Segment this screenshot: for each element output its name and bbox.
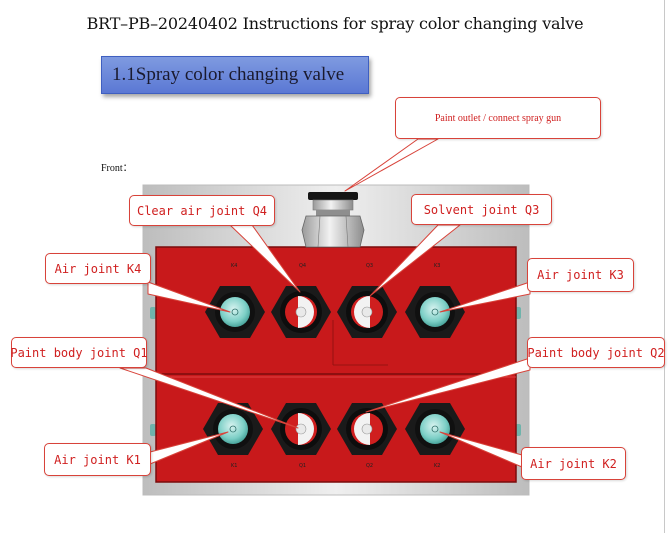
svg-text:K4: K4 <box>231 263 237 269</box>
leader-air-k4 <box>147 281 231 313</box>
hex-nut-connector-icon <box>405 403 465 455</box>
section-heading: 1.1Spray color changing valve <box>101 56 369 94</box>
hex-nut-connector-icon <box>405 286 465 338</box>
svg-text:Q1: Q1 <box>299 463 306 469</box>
leader-solvent-q3 <box>369 224 461 297</box>
svg-text:K1: K1 <box>231 463 237 469</box>
leader-paint-outlet <box>344 138 439 192</box>
callout-paint-outlet: Paint outlet / connect spray gun <box>395 97 601 139</box>
hex-nut-connector-icon <box>337 286 397 338</box>
callout-air-k4: Air joint K4 <box>45 253 151 284</box>
svg-text:Q3: Q3 <box>366 263 373 269</box>
callout-air-k3: Air joint K3 <box>527 258 634 292</box>
document-title: BRT–PB–20240402 Instructions for spray c… <box>86 14 584 33</box>
svg-text:K2: K2 <box>434 463 440 469</box>
hex-nut-connector-icon <box>205 286 265 338</box>
callout-solvent-q3: Solvent joint Q3 <box>411 194 552 225</box>
svg-text:K3: K3 <box>434 263 440 269</box>
side-knob <box>150 424 156 436</box>
hex-nut-connector-icon <box>271 286 331 338</box>
callout-paint-body-q2: Paint body joint Q2 <box>527 337 665 368</box>
svg-text:Q4: Q4 <box>299 263 306 269</box>
hex-nut-connector-icon <box>271 403 331 455</box>
hex-nut-connector-icon <box>203 403 263 455</box>
hex-nut-connector-icon <box>337 403 397 455</box>
callout-air-k2: Air joint K2 <box>521 447 626 480</box>
callout-air-k1: Air joint K1 <box>44 443 151 476</box>
leader-paint-body-q1 <box>119 367 299 429</box>
callout-clear-air-q4: Clear air joint Q4 <box>129 195 275 226</box>
svg-text:Q2: Q2 <box>366 463 373 469</box>
pipe-fitting-icon <box>301 192 365 248</box>
side-knob <box>150 307 156 319</box>
callout-paint-body-q1: Paint body joint Q1 <box>10 337 148 368</box>
valve-body <box>156 247 516 482</box>
front-view-label: Front： <box>101 163 133 174</box>
